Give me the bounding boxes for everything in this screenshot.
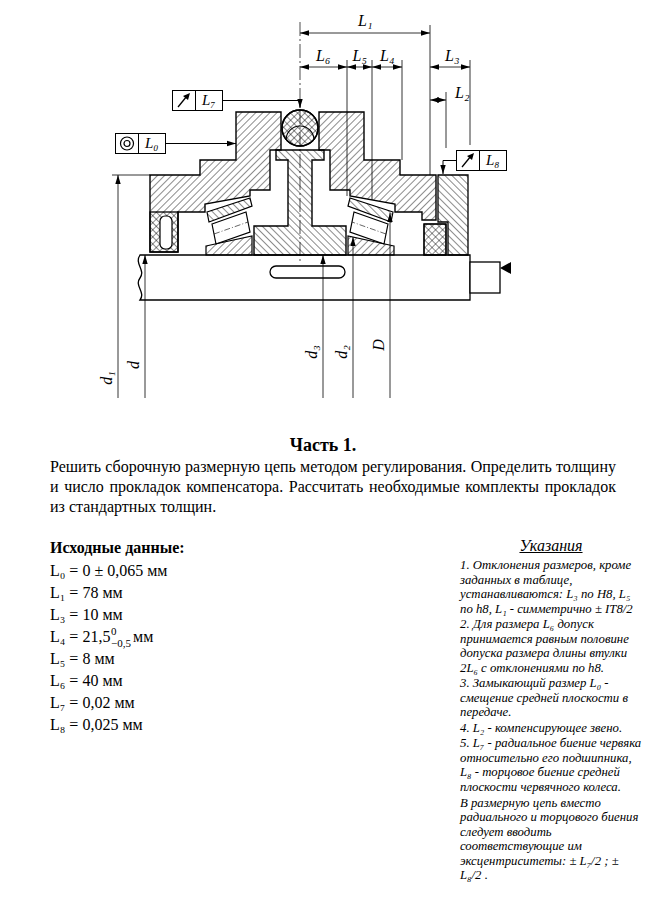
- note-text: В размерную цепь вместо радиального и то…: [460, 796, 642, 883]
- roller-axis: [214, 222, 248, 234]
- note-text: 4. L₂ - компенсирующее звено.: [460, 721, 642, 736]
- cover-slot: [160, 216, 172, 249]
- extension-line: [347, 60, 348, 196]
- dimension-label: L₂: [455, 84, 469, 102]
- extension-line: [402, 60, 403, 160]
- dimension-label: L₃: [445, 47, 459, 65]
- dimension-label: L₅: [353, 47, 367, 65]
- centre-line: [300, 22, 301, 262]
- bearing-cone: [206, 236, 252, 255]
- note-text: 3. Замыкающий размер L₀ - смещение средн…: [460, 676, 642, 720]
- leader-line: [443, 161, 456, 175]
- given-value: L₆ = 40 мм: [50, 671, 123, 691]
- tolerance-frame: L₈: [456, 150, 507, 171]
- tolerance-symbol-cell: [116, 134, 139, 153]
- runout-symbol: [183, 93, 190, 100]
- housing-right: [319, 112, 436, 220]
- tolerance-symbol: [457, 151, 479, 170]
- dimension-line: [430, 100, 446, 101]
- tolerance-symbol-cell: [457, 151, 480, 170]
- dimension-line: [430, 67, 470, 68]
- diameter-line: [353, 237, 354, 398]
- diameter-label: d: [125, 361, 143, 369]
- concentricity-symbol: [121, 137, 134, 150]
- tolerance-upper: 0: [111, 625, 117, 637]
- note-text: 1. Отклонения размеров, кроме заданных в…: [460, 558, 642, 616]
- seal: [424, 224, 446, 255]
- given-value: L₁ = 78 мм: [50, 583, 123, 603]
- tolerance-lower: −0,5: [111, 637, 131, 649]
- given-value: L₅ = 8 мм: [50, 649, 115, 669]
- task-text: Решить сборочную размерную цепь методом …: [50, 457, 616, 517]
- frame-value: L₈: [480, 151, 506, 170]
- diameter-line: [390, 213, 391, 398]
- extension-line: [470, 60, 471, 145]
- diameter-label: d₂: [333, 345, 351, 359]
- shaft-end: [470, 262, 500, 293]
- dimension-line: [372, 67, 402, 68]
- diameter-line: [323, 255, 324, 398]
- left-cover: [150, 212, 178, 252]
- tolerance-frame: L₀: [115, 133, 166, 154]
- frame-value: L₇: [196, 91, 222, 110]
- bearing-cone: [348, 236, 394, 255]
- tolerance-symbol: [173, 91, 195, 110]
- seal: [424, 224, 446, 255]
- dimension-label: L₄: [380, 47, 394, 65]
- diameter-label: d₁: [98, 371, 116, 385]
- dimension-line: [300, 33, 430, 34]
- runout-symbol: [467, 153, 474, 160]
- roller-axis: [352, 222, 386, 234]
- tolerance-symbol: [116, 134, 138, 153]
- drawing-shape: [118, 33, 470, 398]
- diameter-line: [145, 255, 146, 398]
- concentricity-symbol: [124, 141, 130, 147]
- notes-heading: Указания: [460, 536, 642, 556]
- diameter-label: d₃: [303, 345, 321, 359]
- given-value: L₇ = 0,02 мм: [50, 693, 135, 713]
- drawing-shape: [112, 25, 470, 200]
- unit-label: мм: [133, 627, 153, 647]
- dimension-label: L₆: [316, 47, 330, 65]
- tolerance-symbol-cell: [173, 91, 196, 110]
- page-title: Часть 1.: [0, 434, 646, 456]
- note-text: 5. L₇ - радиальное биение червяка относи…: [460, 736, 642, 794]
- given-value: L₀ = 0 ± 0,065 мм: [50, 561, 167, 581]
- diameter-line: [118, 175, 119, 398]
- dimension-line: [347, 67, 372, 68]
- notes-column: Указания1. Отклонения размеров, кроме за…: [460, 536, 642, 884]
- frame-value: L₀: [139, 134, 165, 153]
- given-value: L₄ = 21,5: [50, 627, 110, 647]
- dimension-label: L₁: [358, 12, 372, 30]
- keyway: [270, 266, 345, 278]
- datum-mark: [500, 262, 511, 274]
- shaft: [138, 255, 470, 300]
- dimension-line: [300, 67, 347, 68]
- diameter-label: D: [370, 339, 388, 351]
- leader-line: [223, 101, 300, 109]
- tolerance-frame: L₇: [172, 90, 223, 111]
- given-value: L₈ = 0,025 мм: [50, 715, 143, 735]
- note-text: 2. Для размера L₆ допуск принимается рав…: [460, 617, 642, 675]
- leader-line: [166, 143, 236, 144]
- section-heading: Исходные данные:: [50, 538, 185, 558]
- extension-line: [372, 60, 373, 200]
- given-value: L₃ = 10 мм: [50, 605, 123, 625]
